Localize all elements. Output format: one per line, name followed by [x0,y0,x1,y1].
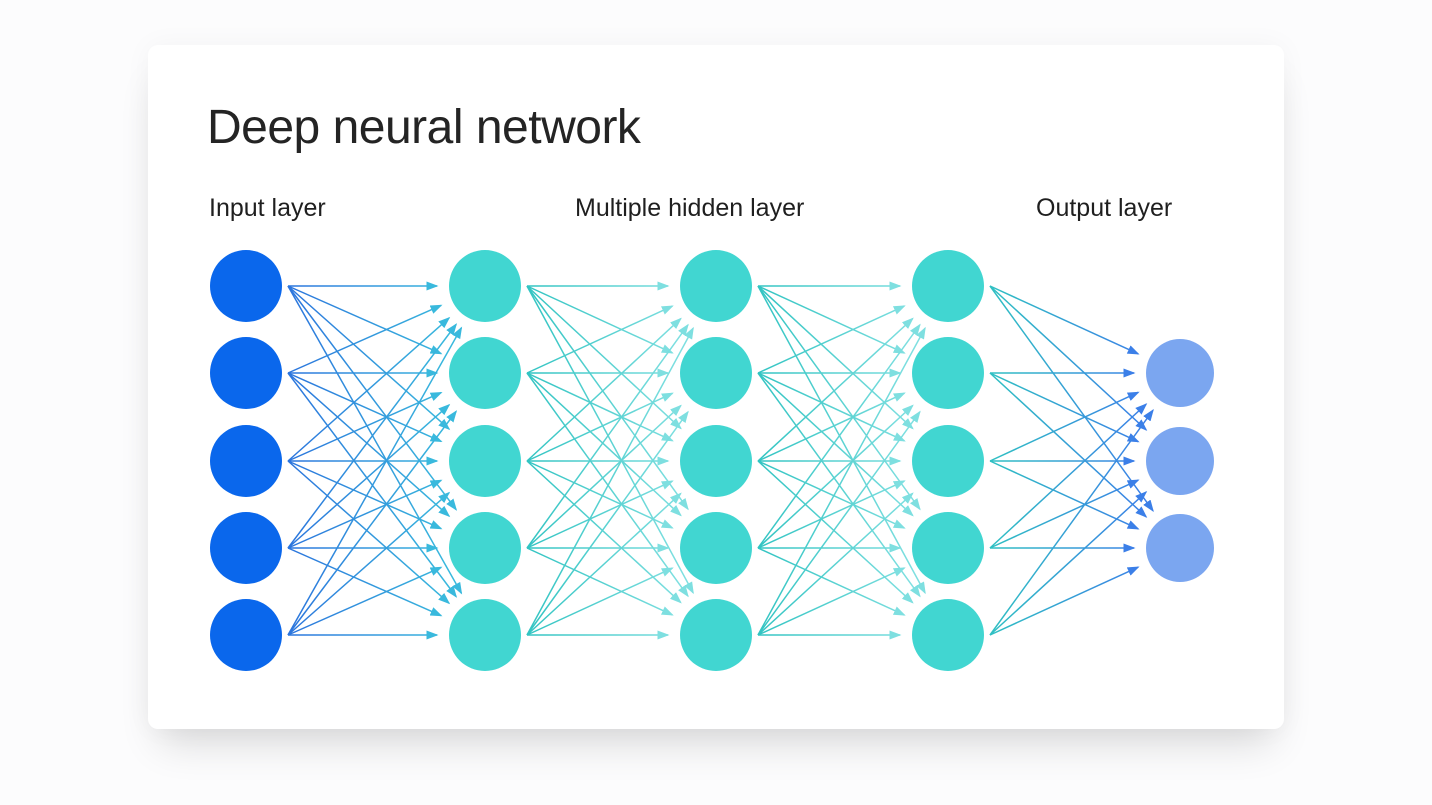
output-layer-label: Output layer [1036,194,1173,222]
input-layer-label: Input layer [209,194,326,222]
page-title: Deep neural network [207,101,641,154]
hidden-layer-label: Multiple hidden layer [575,194,805,222]
